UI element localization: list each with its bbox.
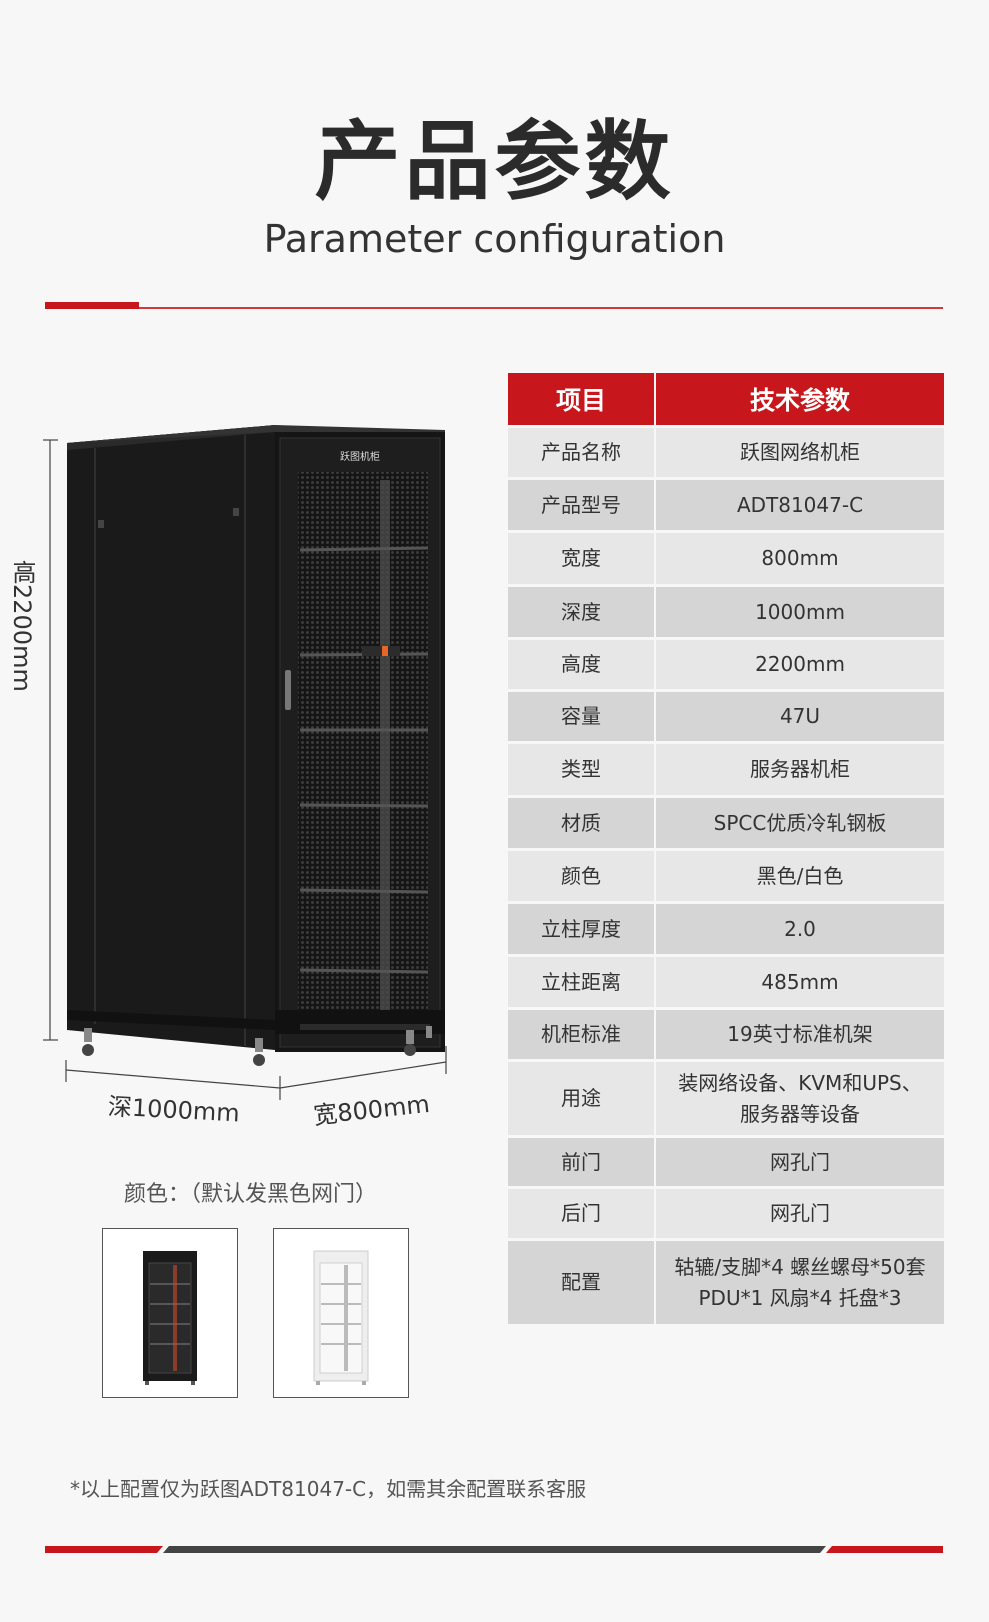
spec-key: 机柜标准 [508,1007,656,1061]
spec-value: 485mm [655,954,944,1009]
spec-row: 后门 网孔门 [508,1186,944,1240]
spec-row: 材质 SPCC优质冷轧钢板 [508,795,944,850]
spec-value-line: ADT81047-C [736,492,864,517]
spec-header-value: 技术参数 [655,373,944,427]
spec-row: 产品名称 跃图网络机柜 [508,425,944,479]
spec-value-line: 装网络设备、KVM和UPS、 [678,1070,922,1095]
spec-row: 立柱距离 485mm [508,954,944,1009]
title-divider [45,307,943,309]
title-divider-accent [45,302,139,309]
spec-key: 容量 [508,689,656,743]
spec-key: 配置 [508,1238,656,1324]
spec-key: 产品型号 [508,477,656,532]
page-subtitle: Parameter configuration [263,217,726,261]
spec-value: 1000mm [655,584,944,639]
spec-value-line: SPCC优质冷轧钢板 [713,810,887,835]
spec-key: 宽度 [508,530,656,586]
color-option-black[interactable] [102,1228,238,1398]
cabinet-brand-label: 跃图机柜 [340,450,380,463]
spec-value: 服务器机柜 [655,741,944,797]
spec-key: 颜色 [508,848,656,903]
spec-value-line: 2.0 [784,916,816,941]
spec-value: 47U [655,689,944,743]
spec-key: 前门 [508,1135,656,1188]
spec-value-line: 网孔门 [770,1149,830,1174]
spec-key: 产品名称 [508,425,656,479]
spec-value-line: 黑色/白色 [756,863,844,888]
spec-value: 2.0 [655,901,944,956]
spec-value-line: 跃图网络机柜 [740,440,860,464]
spec-key: 材质 [508,795,656,850]
spec-value: 19英寸标准机架 [655,1007,944,1061]
spec-row: 产品型号 ADT81047-C [508,477,944,532]
spec-row: 颜色 黑色/白色 [508,848,944,903]
spec-value: ADT81047-C [655,477,944,532]
spec-row: 机柜标准 19英寸标准机架 [508,1007,944,1061]
spec-value: 800mm [655,530,944,586]
cabinet-illustration: 跃图机柜 [43,425,447,1100]
spec-value: 装网络设备、KVM和UPS、服务器等设备 [655,1059,944,1137]
spec-value-line: 47U [779,704,821,728]
spec-key: 用途 [508,1059,656,1137]
spec-key: 类型 [508,741,656,797]
spec-header-item: 项目 [508,373,656,427]
spec-row: 高度 2200mm [508,637,944,691]
spec-value-line: 2200mm [755,652,845,676]
spec-value-line: 服务器等设备 [740,1101,860,1126]
spec-value-line: 1000mm [755,599,845,624]
config-note: *以上配置仅为跃图ADT81047-C，如需其余配置联系客服 [70,1477,587,1501]
spec-value-line: 19英寸标准机架 [727,1022,873,1046]
spec-row: 立柱厚度 2.0 [508,901,944,956]
footer-decor-bar [45,1546,943,1553]
spec-row: 配置轱辘/支脚*4 螺丝螺母*50套 PDU*1 风扇*4 托盘*3 [508,1238,944,1324]
spec-value-line: 800mm [761,546,839,570]
spec-value: SPCC优质冷轧钢板 [655,795,944,850]
dimension-height: 高2200mm [8,560,36,692]
spec-key: 深度 [508,584,656,639]
spec-value: 黑色/白色 [655,848,944,903]
spec-value: 网孔门 [655,1186,944,1240]
spec-value: 网孔门 [655,1135,944,1188]
white-cabinet-thumbnail [313,1250,369,1385]
spec-row: 容量 47U [508,689,944,743]
spec-row: 宽度 800mm [508,530,944,586]
color-option-white[interactable] [273,1228,409,1398]
color-option-label: 颜色：（默认发黑色网门） [124,1182,378,1207]
spec-row: 前门 网孔门 [508,1135,944,1188]
spec-value-line: 轱辘/支脚*4 螺丝螺母*50套 [674,1254,926,1279]
spec-row: 类型 服务器机柜 [508,741,944,797]
black-cabinet-thumbnail [143,1251,197,1385]
spec-value: 轱辘/支脚*4 螺丝螺母*50套 PDU*1 风扇*4 托盘*3 [655,1238,944,1324]
spec-table: 项目 技术参数 产品名称 跃图网络机柜产品型号 ADT81047-C 宽度 800mm 深… [508,373,944,1324]
spec-value-line: 485mm [761,969,839,994]
spec-value: 跃图网络机柜 [655,425,944,479]
spec-value-line: 网孔门 [770,1201,830,1225]
spec-row: 用途装网络设备、KVM和UPS、服务器等设备 [508,1059,944,1137]
dimension-depth: 深1000mm [107,1092,241,1128]
spec-key: 高度 [508,637,656,691]
spec-value-line: 服务器机柜 [750,757,850,781]
spec-value-line: PDU*1 风扇*4 托盘*3 [698,1285,902,1310]
page-title: 产品参数 [314,112,675,212]
spec-key: 后门 [508,1186,656,1240]
spec-value: 2200mm [655,637,944,691]
spec-key: 立柱距离 [508,954,656,1009]
spec-key: 立柱厚度 [508,901,656,956]
spec-row: 深度 1000mm [508,584,944,639]
